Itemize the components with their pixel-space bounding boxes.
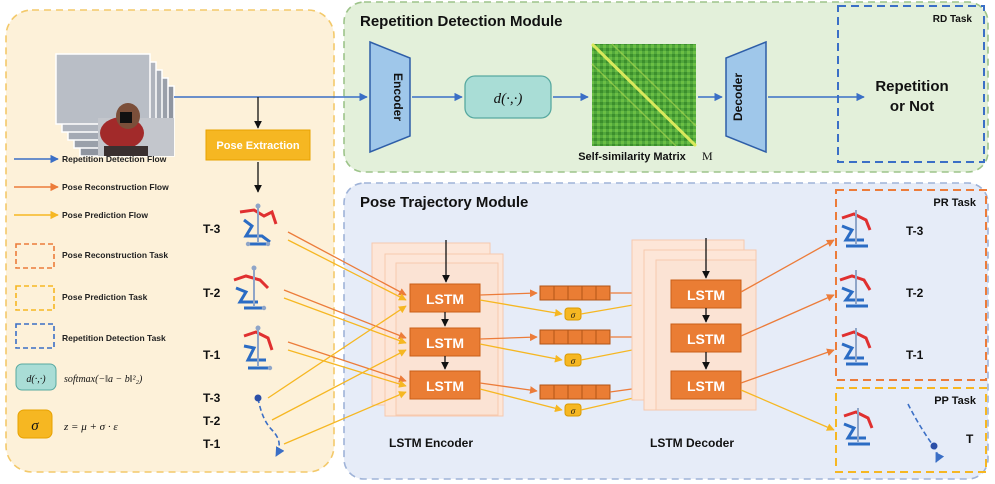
lstm-decoder-cell-3 xyxy=(670,370,742,400)
pp-task-label: PP Task xyxy=(934,395,977,407)
input-traj-label-t3: T-3 xyxy=(203,391,221,405)
input-pose-t3-figure xyxy=(239,203,278,247)
rd-decoder-label: Decoder xyxy=(731,73,745,121)
input-traj-label-t1: T-1 xyxy=(203,437,221,451)
legend-sigma-formula: z = μ + σ · ε xyxy=(63,421,118,433)
video-frames-image xyxy=(55,53,175,157)
rd-output-line2: or Not xyxy=(890,98,934,115)
legend-rd-task-label: Repetition Detection Task xyxy=(62,333,166,343)
pr-pose-t2-figure xyxy=(839,270,872,308)
rd-distance-block xyxy=(464,75,552,119)
lstm-decoder-caption: LSTM Decoder xyxy=(650,436,734,450)
lstm-encoder-cell-1 xyxy=(409,283,481,313)
pr-pose-t1-figure xyxy=(841,328,872,366)
lstm-decoder-cell-1-label: LSTM xyxy=(687,287,725,303)
legend-pp-task-box xyxy=(15,285,55,311)
sigma-label-2: σ xyxy=(571,356,576,366)
sigma-label-3: σ xyxy=(571,406,576,416)
rd-decoder-block xyxy=(725,40,767,154)
pose-extraction-label: Pose Extraction xyxy=(216,140,299,152)
input-traj-label-t2: T-2 xyxy=(203,414,221,428)
legend-pp-flow-label: Pose Prediction Flow xyxy=(62,210,148,220)
input-trajectory-point xyxy=(254,394,262,402)
input-pose-t2-figure xyxy=(233,265,270,311)
legend-rd-flow-label: Repetition Detection Flow xyxy=(62,154,167,164)
lstm-decoder-cell-2-label: LSTM xyxy=(687,331,725,347)
pp-pose-figure xyxy=(843,408,874,446)
input-trajectory-path xyxy=(257,397,285,457)
rd-output-line1: Repetition xyxy=(875,78,948,95)
legend: Repetition Detection Flow Pose Reconstru… xyxy=(14,154,169,439)
lstm-encoder-cell-3-label: LSTM xyxy=(426,378,464,394)
legend-rd-task-box xyxy=(15,323,55,349)
rd-task-label: RD Task xyxy=(933,14,973,25)
lstm-encoder-cell-2-label: LSTM xyxy=(426,335,464,351)
legend-pr-flow-label: Pose Reconstruction Flow xyxy=(62,182,169,192)
input-pose-label-t2: T-2 xyxy=(203,286,221,300)
rd-encoder-block xyxy=(369,40,411,154)
input-pose-t1-figure xyxy=(243,325,274,371)
lstm-decoder-cell-3-label: LSTM xyxy=(687,378,725,394)
latent-vectors xyxy=(539,285,611,400)
pr-pose-t3-figure xyxy=(841,210,872,248)
rd-task-box xyxy=(837,5,985,163)
pr-task-label: PR Task xyxy=(933,197,976,209)
pr-label-t1: T-1 xyxy=(906,348,924,362)
pr-task-box xyxy=(835,189,987,381)
rd-distance-label: d(·,·) xyxy=(494,91,523,107)
legend-sigma-symbol: σ xyxy=(31,418,39,434)
lstm-encoder-cell-1-label: LSTM xyxy=(426,291,464,307)
matrix-symbol: M xyxy=(702,149,713,163)
input-pose-label-t1: T-1 xyxy=(203,348,221,362)
lstm-encoder-cell-3 xyxy=(409,370,481,400)
input-pose-label-t3: T-3 xyxy=(203,222,221,236)
sigma-label-1: σ xyxy=(571,310,576,320)
matrix-caption: Self-similarity Matrix xyxy=(578,151,686,163)
legend-pr-task-label: Pose Reconstruction Task xyxy=(62,250,168,260)
input-to-encoder-arrows xyxy=(267,231,407,445)
decoder-output-arrows xyxy=(740,239,835,431)
self-similarity-matrix-image xyxy=(590,42,698,148)
lstm-encoder-caption: LSTM Encoder xyxy=(389,436,473,450)
legend-pp-task-label: Pose Prediction Task xyxy=(62,292,148,302)
pp-label-t: T xyxy=(966,432,974,446)
encoder-to-latent-arrows xyxy=(479,289,563,413)
legend-distance-formula: softmax(−‖a − b‖²₂) xyxy=(64,374,143,385)
pp-trajectory-point xyxy=(930,442,938,450)
legend-pr-task-box xyxy=(15,243,55,269)
legend-distance-box xyxy=(15,363,57,391)
pr-label-t3: T-3 xyxy=(906,224,924,238)
lstm-decoder-cell-1 xyxy=(670,279,742,309)
legend-sigma-box xyxy=(17,409,53,439)
input-panel xyxy=(5,9,335,473)
rd-module-title: Repetition Detection Module xyxy=(360,13,563,30)
legend-distance-symbol: d(·,·) xyxy=(26,374,46,385)
lstm-decoder-cell-2 xyxy=(670,323,742,353)
rd-encoder-label: Encoder xyxy=(391,73,405,121)
pt-module-title: Pose Trajectory Module xyxy=(360,194,528,211)
lstm-encoder-cell-2 xyxy=(409,327,481,357)
pose-extraction-box xyxy=(205,129,311,161)
pr-label-t2: T-2 xyxy=(906,286,924,300)
